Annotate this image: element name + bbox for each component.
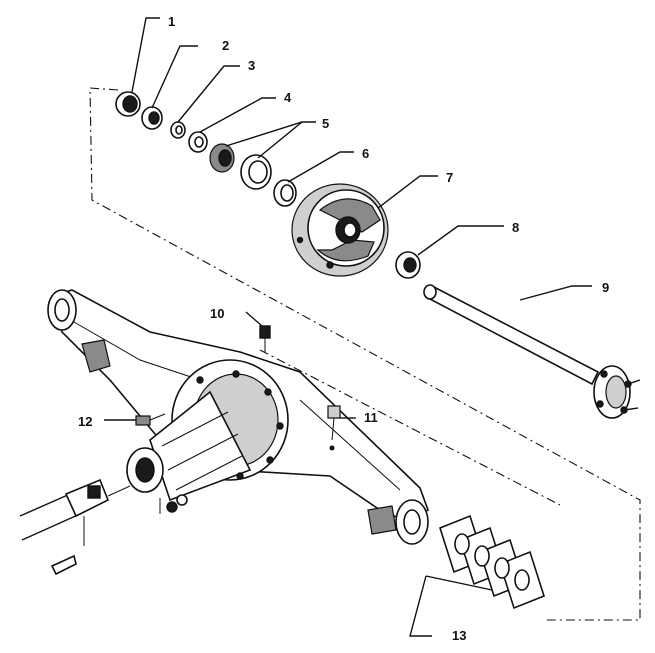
callout-2: 2: [222, 38, 229, 53]
part-6-seal: [273, 179, 297, 207]
callout-10: 10: [210, 306, 224, 321]
part-4-spacer: [188, 131, 208, 153]
callout-3: 3: [248, 58, 255, 73]
part-1-bearing-race: [115, 91, 141, 117]
part-7-brake-backing-plate: [291, 183, 389, 277]
alignment-lines: [89, 87, 641, 621]
differential-carrier: [126, 359, 289, 502]
part-11-filler-plug: [327, 405, 341, 451]
callout-labels: 1 2 3 4 5 6 7 8 9 10 11 12 13: [78, 14, 609, 643]
part-3-ring: [170, 121, 186, 139]
callout-11: 11: [364, 410, 378, 425]
part-13-gasket-stack: [439, 514, 545, 610]
part-8-oil-seal: [395, 251, 421, 279]
callout-12: 12: [78, 414, 92, 429]
callout-4: 4: [284, 90, 292, 105]
callout-1: 1: [168, 14, 175, 29]
part-10-breather: [259, 325, 271, 352]
callout-9: 9: [602, 280, 609, 295]
propeller-shaft: [19, 478, 188, 576]
part-9-axle-shaft: [423, 284, 641, 419]
callout-6: 6: [362, 146, 369, 161]
callout-8: 8: [512, 220, 519, 235]
part-2-bearing: [141, 106, 163, 130]
callout-7: 7: [446, 170, 453, 185]
callout-5: 5: [322, 116, 329, 131]
leader-lines: [104, 17, 592, 637]
part-5-taper-bearing: [209, 143, 272, 190]
callout-13: 13: [452, 628, 466, 643]
